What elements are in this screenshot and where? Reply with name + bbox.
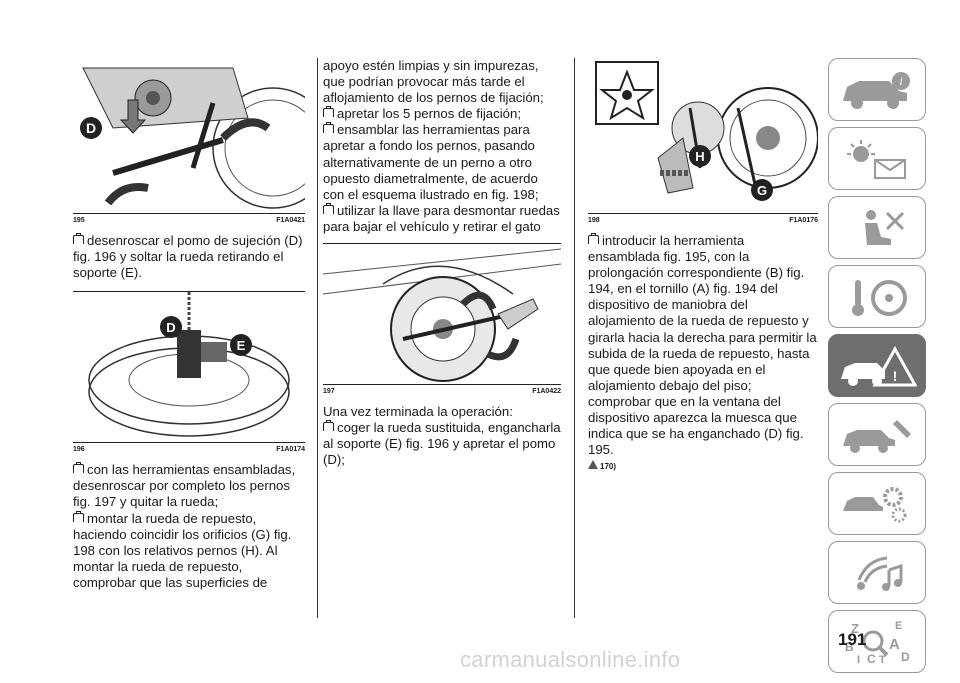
paragraph: utilizar la llave para desmontar ruedas …: [323, 202, 560, 234]
paragraph: coger la rueda sustituida, engancharla a…: [323, 420, 561, 468]
tab-safety[interactable]: [828, 196, 926, 259]
svg-text:D: D: [901, 650, 910, 664]
tab-warning-lights[interactable]: [828, 127, 926, 190]
paragraph: introducir la herramienta ensamblada fig…: [588, 233, 817, 458]
watermark: carmanualsonline.info: [460, 647, 681, 672]
figure-198-label-h: H: [695, 149, 704, 164]
figure-195-caption: 195 F1A0421: [73, 217, 305, 224]
figure-197-illustration: [323, 244, 561, 385]
tab-index[interactable]: Z E B A I C T D: [828, 610, 926, 673]
bullet-icon: [73, 233, 84, 244]
figure-195-number: 195: [73, 217, 85, 224]
column-1-text-a: desenroscar el pomo de sujeción (D) fig.…: [73, 233, 305, 281]
figure-198-number: 198: [588, 217, 600, 224]
tab-maintenance[interactable]: [828, 403, 926, 466]
tab-multimedia[interactable]: [828, 541, 926, 604]
index-icon: Z E B A I C T D: [845, 620, 910, 666]
car-info-icon: i: [843, 71, 910, 109]
paragraph: montar la rueda de repuesto, haciendo co…: [73, 510, 292, 590]
tab-emergency[interactable]: !: [828, 334, 926, 397]
warning-lights-icon: [847, 139, 906, 179]
bullet-icon: [73, 462, 84, 474]
paragraph: apoyo estén limpias y sin impurezas, que…: [323, 58, 544, 106]
svg-text:C: C: [867, 652, 876, 666]
figure-195-illustration: D: [73, 58, 305, 213]
bullet-icon: [73, 510, 84, 522]
tab-technical-data[interactable]: [828, 472, 926, 535]
paragraph: ensamblar las herramientas para apretar …: [323, 122, 539, 202]
figure-196: D E: [73, 291, 305, 444]
column-2-text-b: Una vez terminada la operación: coger la…: [323, 404, 561, 468]
bullet-icon: [323, 106, 334, 118]
figure-198-code: F1A0176: [789, 217, 818, 224]
bullet-icon: [588, 233, 599, 244]
figure-196-code: F1A0174: [276, 446, 305, 454]
tab-starting-driving[interactable]: [828, 265, 926, 328]
svg-text:E: E: [895, 620, 902, 632]
paragraph: con las herramientas ensambladas, desenr…: [73, 462, 296, 510]
paragraph: apretar los 5 pernos de fijación;: [323, 106, 561, 122]
svg-text:A: A: [889, 636, 900, 653]
key-steering-icon: [852, 279, 907, 316]
svg-text:!: !: [893, 368, 898, 384]
column-1: D 195 F1A0421 desenroscar el pomo de suj…: [73, 58, 305, 591]
svg-text:B: B: [845, 640, 854, 654]
column-2: apoyo estén limpias y sin impurezas, que…: [323, 58, 561, 468]
page-number: 191: [838, 630, 867, 649]
bullet-icon: [323, 122, 334, 134]
figure-196-number: 196: [73, 446, 85, 454]
figure-195-label-d: D: [86, 120, 96, 136]
figure-198: H G: [588, 58, 818, 214]
svg-text:I: I: [857, 654, 860, 666]
paragraph: Una vez terminada la operación:: [323, 404, 513, 420]
bullet-icon: [323, 420, 334, 432]
figure-196-label-e: E: [237, 338, 246, 353]
bullet-icon: [323, 202, 334, 214]
svg-text:i: i: [899, 74, 902, 88]
maintenance-icon: [843, 419, 911, 453]
svg-text:Z: Z: [851, 621, 859, 636]
figure-197-code: F1A0422: [532, 388, 561, 396]
figure-196-illustration: D E: [73, 292, 305, 443]
figure-198-caption: 198 F1A0176: [588, 217, 818, 224]
figure-196-label-d: D: [166, 320, 175, 335]
figure-197: [323, 243, 561, 386]
column-3: H G 198 F1A0176 introducir la herramient…: [588, 58, 818, 475]
column-divider: [317, 58, 318, 618]
figure-195: D: [73, 58, 305, 214]
figure-195-code: F1A0421: [276, 217, 305, 224]
column-3-text: introducir la herramienta ensamblada fig…: [588, 233, 818, 475]
column-2-text-a: apoyo estén limpias y sin impurezas, que…: [323, 58, 561, 235]
tech-specs-icon: [843, 486, 907, 522]
chapter-sidebar: i !: [828, 58, 928, 679]
column-1-text-b: con las herramientas ensambladas, desenr…: [73, 462, 305, 591]
warning-triangle-icon: [588, 460, 598, 470]
multimedia-icon: [857, 556, 903, 591]
breakdown-icon: !: [841, 345, 917, 386]
column-divider: [574, 58, 575, 618]
figure-198-label-g: G: [757, 183, 767, 198]
airbag-seat-icon: [865, 209, 905, 245]
figure-197-caption: 197 F1A0422: [323, 388, 561, 395]
svg-text:T: T: [879, 654, 886, 666]
warning-reference: 170): [588, 459, 818, 475]
figure-197-number: 197: [323, 388, 335, 396]
tab-car-info[interactable]: i: [828, 58, 926, 121]
figure-196-caption: 196 F1A0174: [73, 446, 305, 453]
figure-198-illustration: H G: [588, 58, 818, 213]
paragraph: desenroscar el pomo de sujeción (D) fig.…: [73, 233, 303, 281]
